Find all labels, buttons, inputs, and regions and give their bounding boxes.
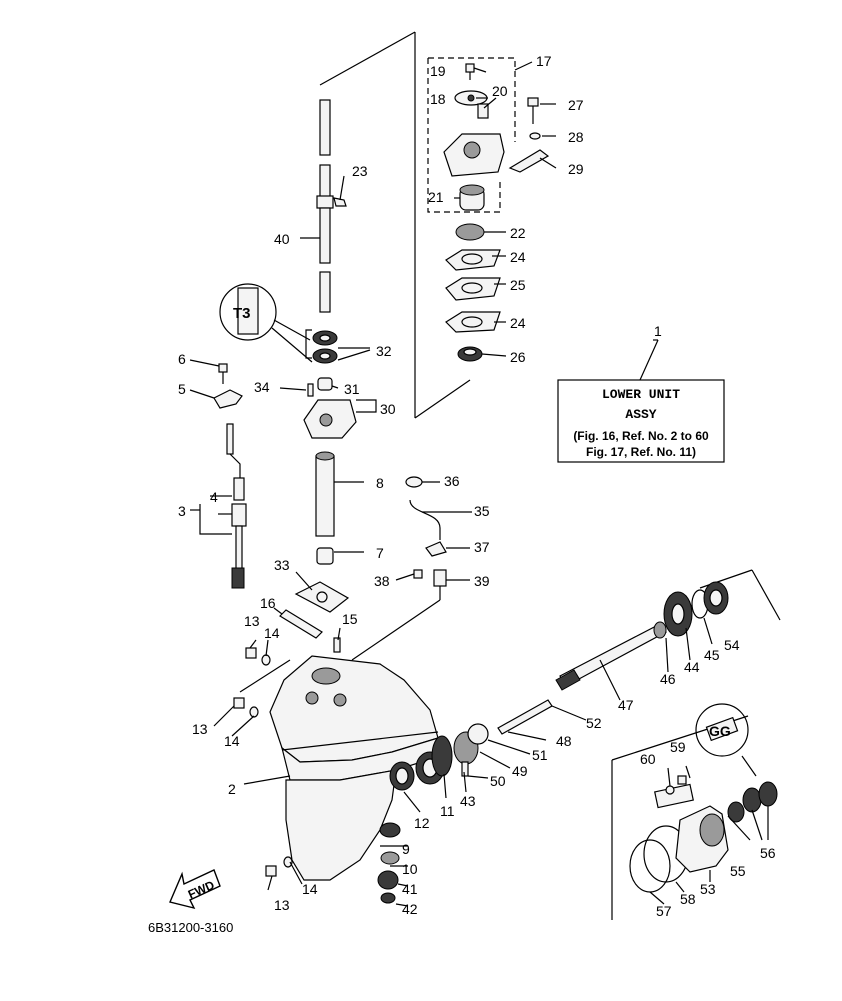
lower-casing bbox=[269, 655, 439, 881]
leader-lines bbox=[189, 61, 769, 907]
callout-5: 5 bbox=[178, 381, 186, 397]
callout-58: 58 bbox=[680, 891, 696, 907]
callout-14a: 14 bbox=[264, 625, 280, 641]
callout-49: 49 bbox=[512, 763, 528, 779]
drive-shaft-group: T3 bbox=[219, 99, 357, 653]
callout-23: 23 bbox=[352, 163, 368, 179]
gear-group bbox=[377, 723, 489, 904]
callout-24a: 24 bbox=[510, 249, 526, 265]
callout-30: 30 bbox=[380, 401, 396, 417]
callout-10: 10 bbox=[402, 861, 418, 877]
drawing-code: 6B31200-3160 bbox=[148, 920, 233, 935]
callout-13c: 13 bbox=[274, 897, 290, 913]
callout-20: 20 bbox=[492, 83, 508, 99]
inset-symbol-b: GG bbox=[709, 723, 731, 739]
callout-6: 6 bbox=[178, 351, 186, 367]
callout-27: 27 bbox=[568, 97, 584, 113]
callout-19: 19 bbox=[430, 63, 446, 79]
callout-2: 2 bbox=[228, 781, 236, 797]
callout-17: 17 bbox=[536, 53, 552, 69]
callout-44: 44 bbox=[684, 659, 700, 675]
callout-36: 36 bbox=[444, 473, 460, 489]
callout-41: 41 bbox=[402, 881, 418, 897]
callout-13b: 13 bbox=[192, 721, 208, 737]
callout-38: 38 bbox=[374, 573, 390, 589]
callout-29: 29 bbox=[568, 161, 584, 177]
callout-11: 11 bbox=[440, 803, 455, 819]
fwd-arrow: FWD bbox=[169, 869, 221, 910]
callout-54: 54 bbox=[724, 637, 740, 653]
callout-33: 33 bbox=[274, 557, 290, 573]
callout-52: 52 bbox=[586, 715, 602, 731]
callout-40: 40 bbox=[274, 231, 290, 247]
callout-13a: 13 bbox=[244, 613, 260, 629]
callout-60: 60 bbox=[640, 751, 656, 767]
callout-numbers: 1 2 3 4 5 6 7 8 9 10 11 12 13 13 13 14 1… bbox=[178, 53, 776, 919]
callout-57: 57 bbox=[656, 903, 672, 919]
callout-4: 4 bbox=[210, 489, 218, 505]
callout-55: 55 bbox=[730, 863, 746, 879]
callout-18: 18 bbox=[430, 91, 446, 107]
legend-line-3: (Fig. 16, Ref. No. 2 to 60 bbox=[573, 429, 709, 443]
legend-line-4: Fig. 17, Ref. No. 11) bbox=[586, 445, 696, 459]
callout-25: 25 bbox=[510, 277, 526, 293]
drain-screws bbox=[233, 647, 293, 877]
callout-34: 34 bbox=[254, 379, 270, 395]
callout-24b: 24 bbox=[510, 315, 526, 331]
callout-56: 56 bbox=[760, 845, 776, 861]
forward-gear-group bbox=[663, 569, 781, 637]
callout-9: 9 bbox=[402, 841, 410, 857]
callout-26: 26 bbox=[510, 349, 526, 365]
callout-12: 12 bbox=[414, 815, 430, 831]
shift-rod-group bbox=[199, 363, 247, 589]
callout-39: 39 bbox=[474, 573, 490, 589]
callout-16: 16 bbox=[260, 595, 276, 611]
callout-43: 43 bbox=[460, 793, 476, 809]
callout-47: 47 bbox=[618, 697, 634, 713]
callout-22: 22 bbox=[510, 225, 526, 241]
callout-45: 45 bbox=[704, 647, 720, 663]
callout-37: 37 bbox=[474, 539, 490, 555]
callout-3: 3 bbox=[178, 503, 186, 519]
callout-7: 7 bbox=[376, 545, 384, 561]
callout-1: 1 bbox=[654, 323, 662, 339]
callout-50: 50 bbox=[490, 773, 506, 789]
callout-28: 28 bbox=[568, 129, 584, 145]
callout-32: 32 bbox=[376, 343, 392, 359]
bearing-housing-group: GG bbox=[611, 703, 778, 920]
lower-unit-assy-box: LOWER UNIT ASSY (Fig. 16, Ref. No. 2 to … bbox=[557, 339, 725, 463]
callout-53: 53 bbox=[700, 881, 716, 897]
callout-42: 42 bbox=[402, 901, 418, 917]
propeller-shaft bbox=[497, 621, 667, 735]
callout-14c: 14 bbox=[302, 881, 318, 897]
legend-line-2: ASSY bbox=[625, 407, 656, 422]
callout-59: 59 bbox=[670, 739, 686, 755]
callout-21: 21 bbox=[428, 189, 444, 205]
water-tube-group bbox=[351, 476, 447, 661]
callout-14b: 14 bbox=[224, 733, 240, 749]
legend-line-1: LOWER UNIT bbox=[602, 387, 680, 402]
callout-31: 31 bbox=[344, 381, 360, 397]
callout-51: 51 bbox=[532, 747, 548, 763]
callout-48: 48 bbox=[556, 733, 572, 749]
callout-15: 15 bbox=[342, 611, 358, 627]
inset-symbol-a: T3 bbox=[233, 305, 251, 322]
callout-8: 8 bbox=[376, 475, 384, 491]
water-pump-group bbox=[319, 31, 550, 419]
callout-46: 46 bbox=[660, 671, 676, 687]
callout-35: 35 bbox=[474, 503, 490, 519]
